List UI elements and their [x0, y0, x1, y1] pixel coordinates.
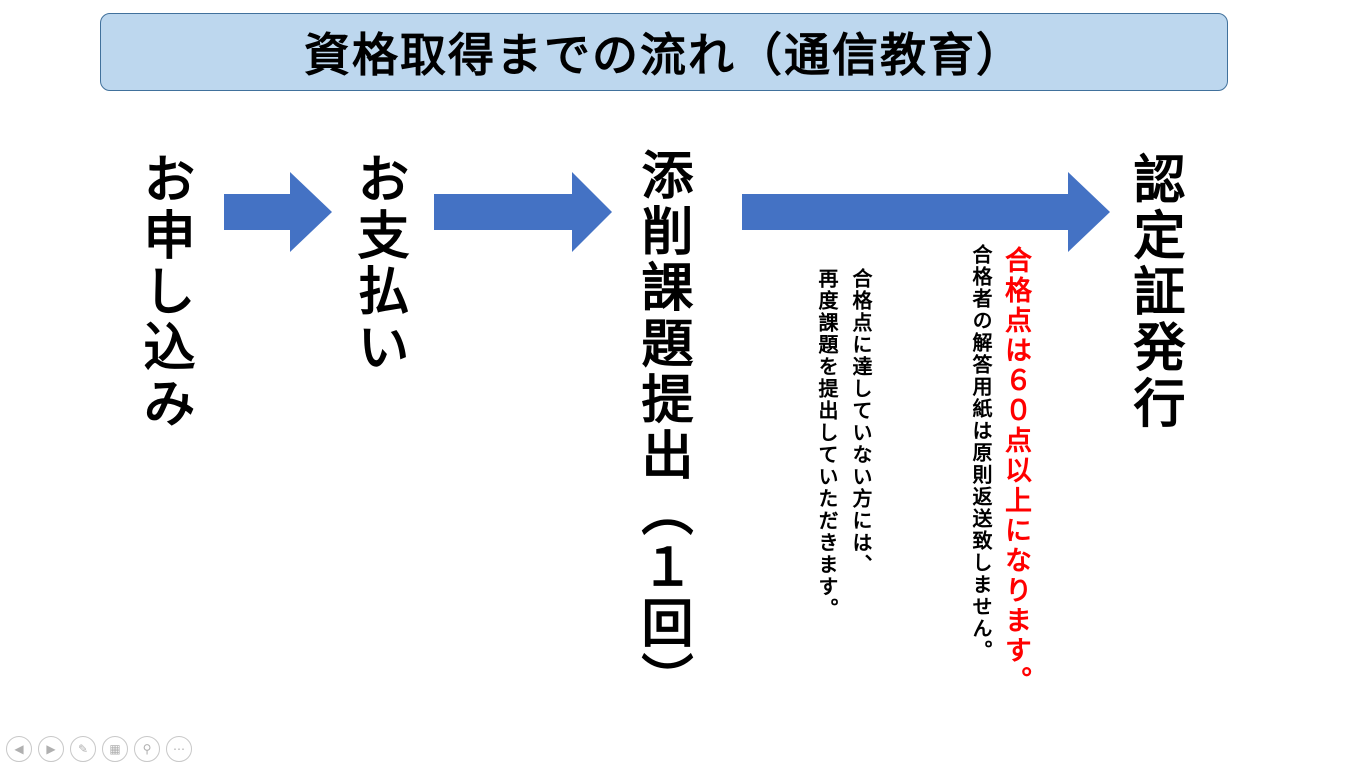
arrow-right-icon: [224, 172, 332, 252]
slideshow-toolbar: ◀ ▶ ✎ ▦ ⚲ ⋯: [6, 736, 192, 762]
pass-score-note: 合格点は６０点以上になります。: [1000, 246, 1031, 696]
step-submission: 添削課題提出（１回）: [632, 148, 692, 708]
pen-icon[interactable]: ✎: [70, 736, 96, 762]
title-banner: 資格取得までの流れ（通信教育）: [100, 13, 1228, 91]
arrow-right-icon: [434, 172, 612, 252]
step-apply: お申し込み: [134, 152, 194, 432]
retry-note-line1: 合格点に達していない方には、: [849, 268, 873, 576]
more-icon[interactable]: ⋯: [166, 736, 192, 762]
previous-icon[interactable]: ◀: [6, 736, 32, 762]
slides-icon[interactable]: ▦: [102, 736, 128, 762]
return-policy-note: 合格者の解答用紙は原則返送致しません。: [969, 244, 993, 662]
retry-note: 合格点に達していない方には、 再度課題を提出していただきます。: [810, 268, 878, 620]
step-certificate: 認定証発行: [1124, 152, 1184, 432]
retry-note-line2: 再度課題を提出していただきます。: [815, 268, 839, 620]
arrow-right-icon: [742, 172, 1110, 252]
zoom-icon[interactable]: ⚲: [134, 736, 160, 762]
page-title: 資格取得までの流れ（通信教育）: [304, 28, 1024, 82]
step-payment: お支払い: [348, 152, 408, 376]
next-icon[interactable]: ▶: [38, 736, 64, 762]
